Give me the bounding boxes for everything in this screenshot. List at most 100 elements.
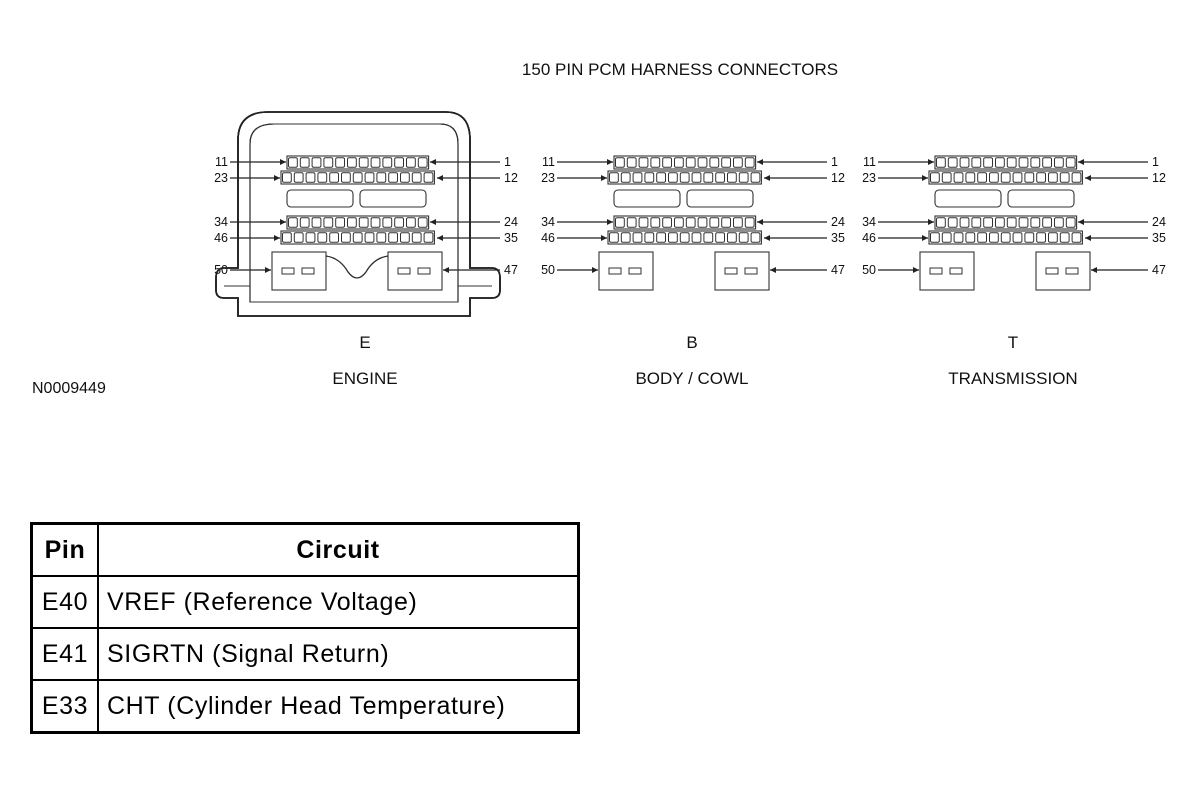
pin-cell-row2 — [1071, 172, 1082, 183]
pin-number-label: 24 — [504, 215, 518, 229]
pin-cell-row1 — [406, 157, 416, 168]
pin-arrow-left-head — [601, 175, 607, 181]
connector-name: ENGINE — [332, 369, 397, 388]
pin-arrow-right-head — [1085, 175, 1091, 181]
pin-cell-row3 — [406, 217, 416, 228]
latch-terminal — [929, 267, 943, 275]
pin-cell-row4 — [423, 232, 434, 243]
pin-cell-row3 — [288, 217, 298, 228]
connector-letter: B — [686, 333, 697, 352]
row3-frame — [934, 215, 1078, 230]
pin-cell-row2 — [376, 172, 387, 183]
pin-cell-row2 — [656, 172, 667, 183]
pin-cell-row4 — [727, 232, 737, 243]
pin-cell-row2 — [989, 172, 999, 183]
pin-cell-row1 — [650, 157, 661, 168]
pin-arrow-left-head — [607, 159, 613, 165]
pin-cell-row4 — [317, 232, 328, 243]
connector-name: BODY / COWL — [635, 369, 748, 388]
connector-housing — [215, 111, 501, 317]
pin-cell-row3 — [615, 217, 625, 228]
key-slot-right — [686, 189, 754, 208]
pin-cell-row3 — [983, 217, 994, 228]
pin-cell-row2 — [1059, 172, 1070, 183]
pin-cell-row2 — [668, 172, 678, 183]
pin-number-label: 34 — [541, 215, 555, 229]
pin-cell-row1 — [995, 157, 1005, 168]
pin-cell-row3 — [638, 217, 649, 228]
latch-terminal — [417, 267, 431, 275]
pin-arrow-right-head — [430, 159, 436, 165]
pin-cell-row3 — [417, 217, 428, 228]
pin-cell-row2 — [1048, 172, 1058, 183]
pin-cell-row4 — [953, 232, 964, 243]
pin-cell-row3 — [323, 217, 334, 228]
pin-cell-row2 — [293, 172, 304, 183]
pin-number-label: 1 — [504, 155, 511, 169]
pin-arrow-right-head — [1091, 267, 1097, 273]
pin-cell-row3 — [382, 217, 393, 228]
pin-cell-row3 — [947, 217, 958, 228]
pin-number-label: 23 — [862, 171, 876, 185]
pin-number-label: 23 — [541, 171, 555, 185]
pin-arrow-right-head — [437, 175, 443, 181]
latch-terminal — [724, 267, 738, 275]
pin-cell-row3 — [721, 217, 732, 228]
pin-cell-row3 — [662, 217, 673, 228]
pin-arrow-left-head — [922, 235, 928, 241]
pin-cell-row4 — [282, 232, 292, 243]
pin-cell-row1 — [709, 157, 720, 168]
pin-cell-row2 — [930, 172, 940, 183]
pin-cell-row3 — [650, 217, 661, 228]
pin-cell-row1 — [662, 157, 673, 168]
pin-cell-row3 — [1054, 217, 1064, 228]
pin-arrow-right-head — [437, 235, 443, 241]
pin-cell-row4 — [329, 232, 340, 243]
pin-cell-row1 — [697, 157, 708, 168]
pin-cell-row2 — [632, 172, 643, 183]
pin-cell-row3 — [358, 217, 369, 228]
pin-cell-row1 — [288, 157, 298, 168]
pin-cell-row3 — [971, 217, 982, 228]
row1-frame — [613, 155, 757, 170]
key-slot-right — [359, 189, 427, 208]
pin-cell-row4 — [1048, 232, 1058, 243]
pin-arrow-left-head — [922, 175, 928, 181]
pin-cell-row4 — [656, 232, 667, 243]
row2-frame — [280, 170, 435, 185]
pin-cell-row3 — [626, 217, 637, 228]
pin-number-label: 34 — [862, 215, 876, 229]
pin-cell-row4 — [620, 232, 631, 243]
pin-cell-row2 — [411, 172, 422, 183]
pin-cell-row4 — [305, 232, 316, 243]
pin-arrow-right-head — [757, 159, 763, 165]
pin-cell-row1 — [1054, 157, 1064, 168]
latch-terminal — [628, 267, 642, 275]
pin-arrow-left-head — [928, 159, 934, 165]
pin-cell-row4 — [965, 232, 976, 243]
figure-id: N0009449 — [32, 380, 106, 397]
pin-cell-row3 — [311, 217, 322, 228]
pin-cell-row3 — [299, 217, 310, 228]
pin-cell-row4 — [1036, 232, 1047, 243]
pin-number-label: 11 — [215, 155, 228, 169]
pin-cell-row3 — [1030, 217, 1041, 228]
pin-arrow-left-head — [913, 267, 919, 273]
pin-cell-row4 — [1000, 232, 1011, 243]
latch-terminal — [949, 267, 963, 275]
pin-cell-row1 — [335, 157, 346, 168]
pin-cell-row1 — [721, 157, 732, 168]
pin-arrow-right-head — [757, 219, 763, 225]
pin-number-label: 12 — [831, 171, 845, 185]
pin-cell-row1 — [1030, 157, 1041, 168]
pin-cell-row1 — [674, 157, 684, 168]
row3-frame — [613, 215, 757, 230]
pin-cell-row2 — [965, 172, 976, 183]
pin-cell-row3 — [685, 217, 696, 228]
connector-letter: T — [1008, 333, 1018, 352]
pin-cell-row2 — [423, 172, 434, 183]
pin-cell-row3 — [995, 217, 1005, 228]
pin-arrow-right-head — [1078, 219, 1084, 225]
circuit-cell: SIGRTN (Signal Return) — [97, 627, 580, 681]
